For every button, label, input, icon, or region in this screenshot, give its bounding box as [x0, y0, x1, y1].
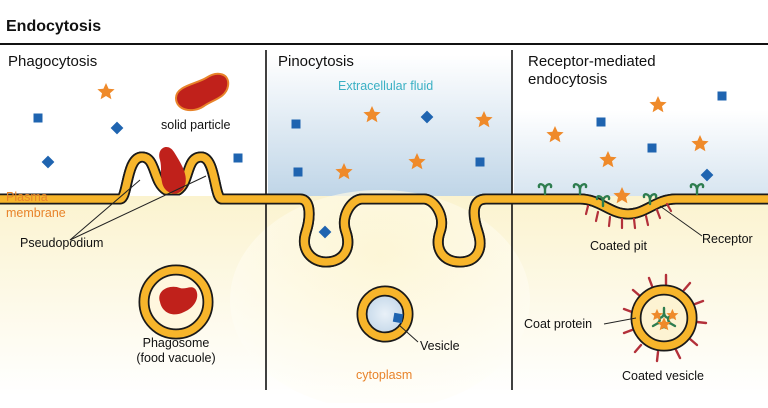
receptor-mediated-heading-line1: Receptor-mediated [528, 53, 656, 70]
phagocytosis-heading: Phagocytosis [8, 53, 98, 70]
pinocytosis-vesicle [356, 285, 414, 343]
plasma-membrane-label-line2: membrane [6, 206, 66, 220]
extracellular-fluid-label: Extracellular fluid [338, 79, 434, 93]
cytoplasm-label: cytoplasm [356, 368, 413, 382]
pit-coat-proteins [584, 202, 673, 230]
solid-particle-label: solid particle [161, 118, 231, 132]
solid-particle [174, 72, 230, 112]
coated-pit-label: Coated pit [590, 239, 647, 253]
pinocytosis-graphics [291, 106, 493, 343]
pinocytosis-heading: Pinocytosis [278, 53, 354, 70]
phagosome-label-line1: Phagosome [142, 336, 210, 350]
coat-protein-label: Coat protein [524, 317, 593, 331]
receptor-label: Receptor [702, 232, 753, 246]
pseudopodium-pointer-a [69, 179, 141, 241]
vesicle-pointer [398, 324, 419, 343]
receptor-mediated-graphics [537, 91, 727, 363]
phagosome [138, 264, 214, 340]
coated-vesicle-label: Coated vesicle [622, 369, 704, 383]
receptor-mediated-heading-line2: endocytosis [528, 71, 608, 88]
pseudopodium-label: Pseudopodium [20, 236, 104, 250]
engulfed-particle [159, 146, 186, 194]
diagram-title: Endocytosis [6, 18, 102, 35]
vesicle-label: Vesicle [420, 339, 460, 353]
coat-protein-pointer [603, 317, 637, 325]
phagocytosis-graphics [33, 72, 243, 340]
phagosome-label-line2: (food vacuole) [136, 351, 216, 365]
receptor-pointer [659, 205, 703, 237]
plasma-membrane-label-line1: Plasma [6, 190, 48, 204]
pseudopodium-pointer-b [69, 175, 207, 241]
